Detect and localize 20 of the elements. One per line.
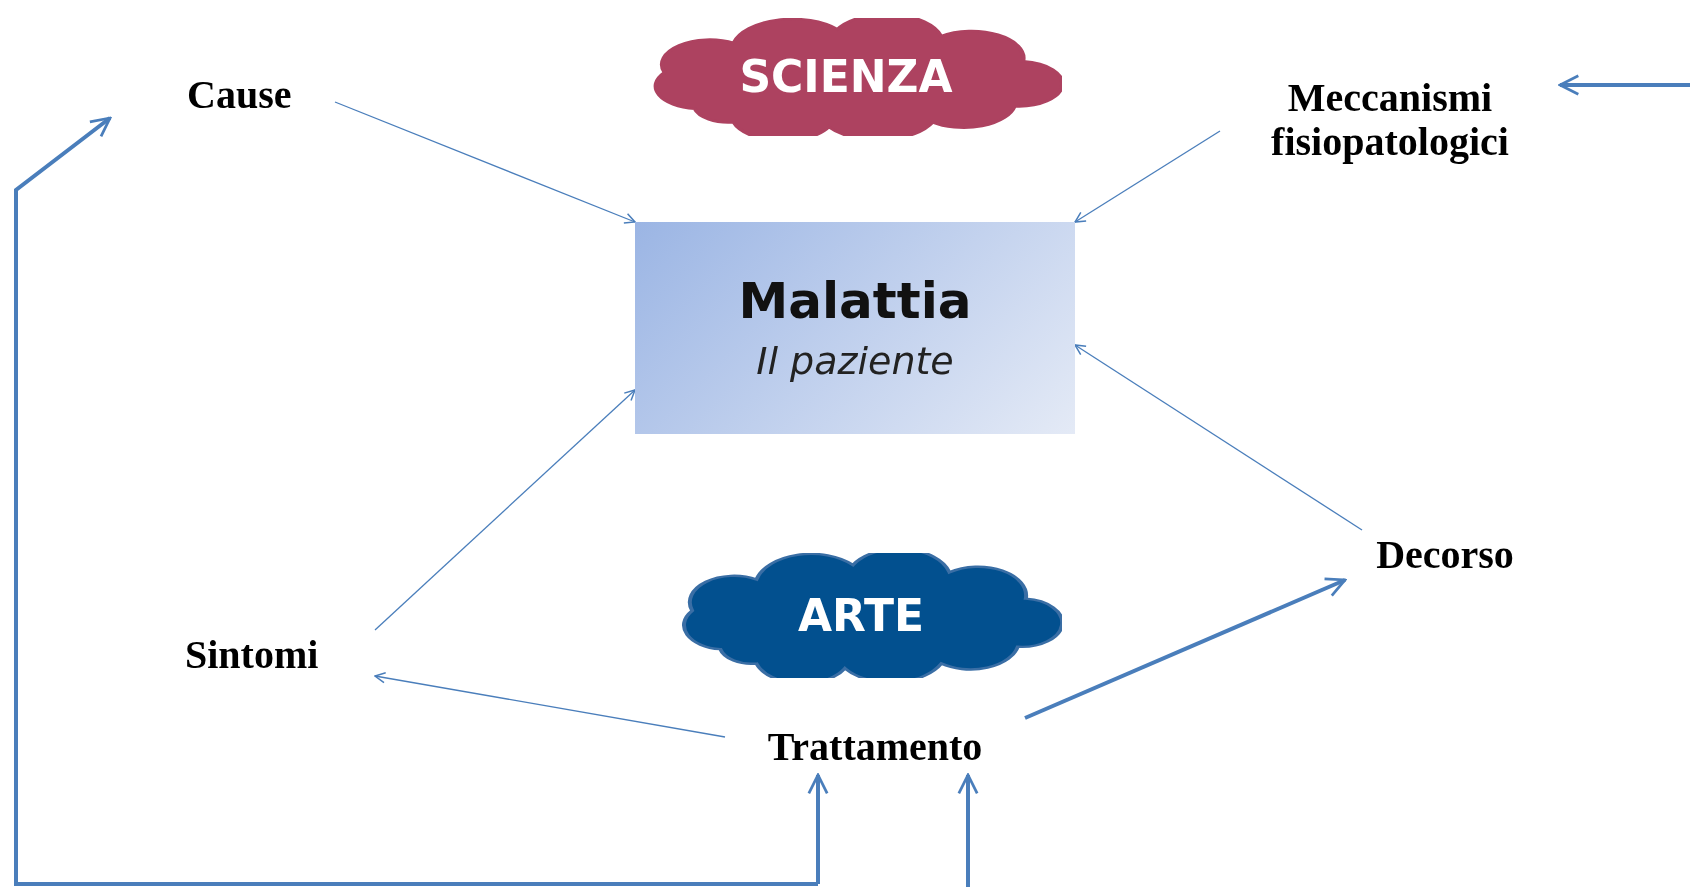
cloud-label: ARTE — [798, 593, 924, 638]
arrow — [334, 101, 636, 224]
node-label: Trattamento — [767, 724, 983, 769]
arrow — [1024, 577, 1347, 720]
box-title: Malattia — [738, 276, 972, 326]
box-subtitle: Il paziente — [756, 342, 954, 380]
cloud-label: SCIENZA — [739, 55, 953, 99]
arrow — [374, 389, 636, 631]
arrow — [1074, 344, 1363, 531]
arrow — [1558, 74, 1690, 96]
node-label: Decorso — [1376, 533, 1514, 577]
node-label: Cause — [187, 73, 292, 117]
disease-box — [635, 222, 1075, 434]
arrow — [14, 116, 818, 886]
arrow — [807, 773, 829, 884]
arrow — [374, 672, 726, 738]
arrow — [1074, 130, 1221, 223]
node-label: Meccanismi fisiopatologici — [1270, 76, 1510, 164]
arrow — [957, 773, 979, 887]
node-label: Sintomi — [185, 633, 319, 677]
